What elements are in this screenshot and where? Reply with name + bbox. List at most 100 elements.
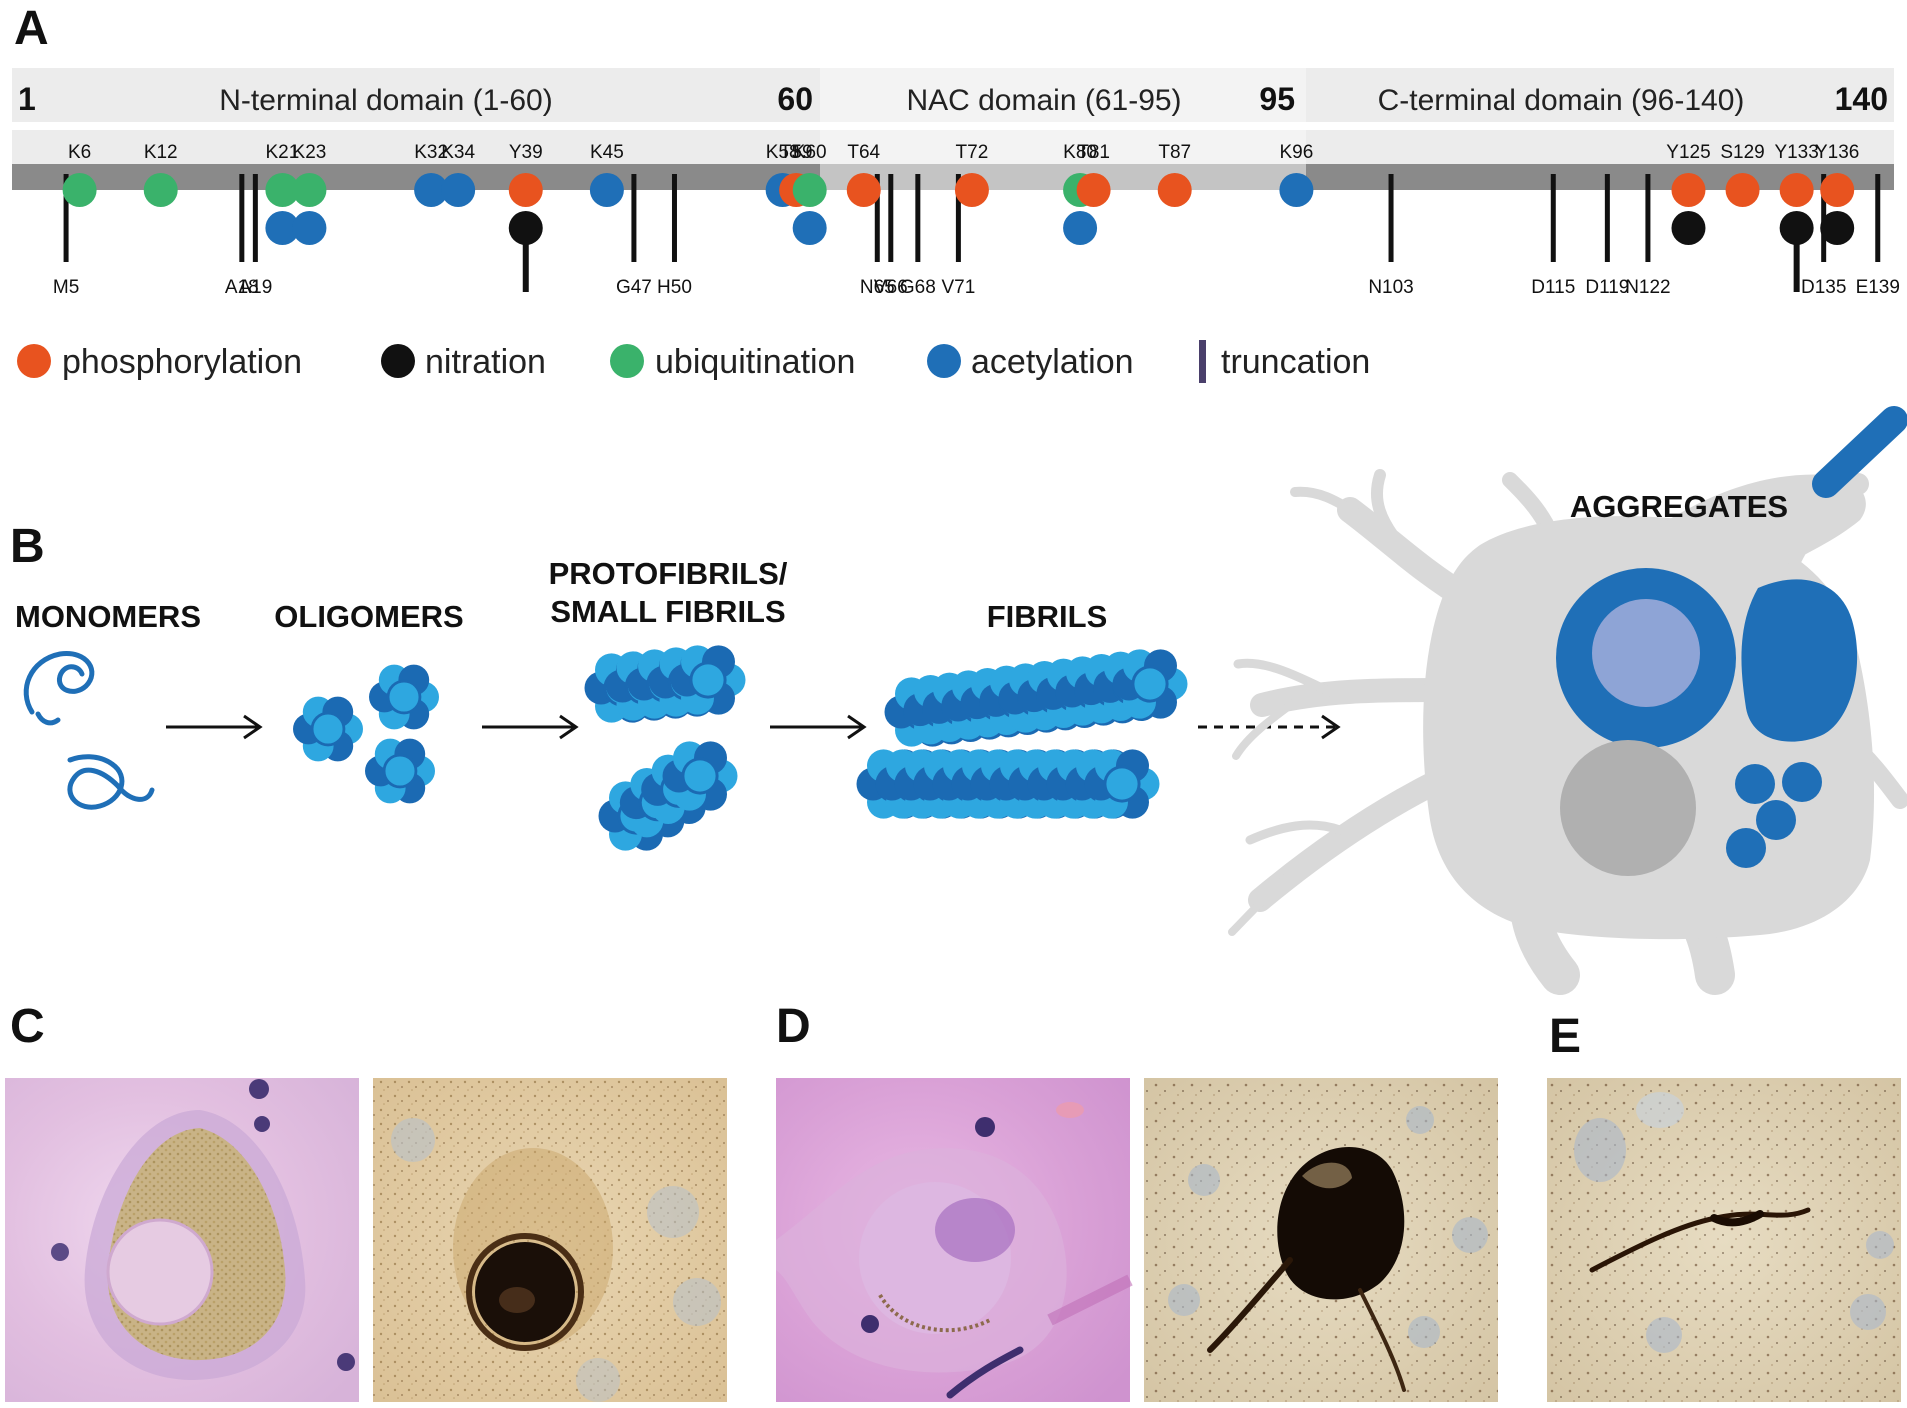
neuron-with-aggregates	[1228, 406, 1907, 995]
domain-n-terminal-bg	[12, 68, 820, 122]
panel-label-e: E	[1549, 1010, 1581, 1063]
site-label-Y125: Y125	[1666, 142, 1710, 163]
domain-c-terminal-label: C-terminal domain (96-140)	[1378, 84, 1745, 117]
site-label-K12: K12	[144, 142, 178, 163]
legend-phosphorylation-dot	[17, 344, 51, 378]
site-Y125-phosphorylation-dot	[1671, 173, 1706, 207]
truncation-label-N122: N122	[1625, 277, 1670, 298]
truncation-label-A19: A19	[238, 277, 272, 298]
legend-phosphorylation-label: phosphorylation	[62, 343, 302, 381]
aggregate-rod	[1812, 406, 1907, 498]
site-label-K60: K60	[793, 142, 827, 163]
site-Y136-phosphorylation-dot	[1820, 173, 1855, 207]
domain-c-terminal-end: 140	[1835, 81, 1888, 117]
micrograph-c-he	[5, 1078, 359, 1402]
site-Y39-nitration-dot	[508, 211, 543, 245]
domain-start-number: 1	[18, 81, 36, 117]
aggregate-blob	[1741, 579, 1858, 742]
site-K60-acetylation-dot	[792, 211, 827, 245]
protofibril-1-unit	[670, 645, 746, 715]
arrow-monomers-to-oligomers	[166, 714, 263, 740]
site-label-K34: K34	[441, 142, 475, 163]
site-K96-acetylation-dot	[1279, 173, 1314, 207]
truncation-label-N65: N65	[860, 277, 895, 298]
truncation-label-D115: D115	[1531, 277, 1575, 298]
panel-label-d: D	[776, 1000, 811, 1053]
stage-oligomers-label: OLIGOMERS	[274, 599, 463, 634]
legend-truncation-bar	[1199, 340, 1206, 383]
fibril-2-unit	[1084, 749, 1160, 819]
oligomer-2	[369, 664, 439, 730]
small-aggregate-2	[1782, 762, 1822, 802]
protofibril-2-unit	[662, 741, 738, 811]
site-label-Y133: Y133	[1774, 142, 1818, 163]
stage-monomers-label: MONOMERS	[15, 599, 201, 634]
site-K32-acetylation-dot	[414, 173, 449, 207]
site-K23-ubiquitination-dot	[292, 173, 327, 207]
protofibril-stacks	[584, 645, 746, 851]
site-K21-ubiquitination-dot	[265, 173, 300, 207]
lewy-body-core	[1592, 599, 1700, 707]
site-K60-ubiquitination-dot	[792, 173, 827, 207]
legend-nitration-dot	[381, 344, 415, 378]
truncation-label-E139: E139	[1856, 277, 1900, 298]
site-label-K21: K21	[265, 142, 299, 163]
site-K45-acetylation-dot	[589, 173, 624, 207]
site-label-K80: K80	[1063, 142, 1097, 163]
oligomer-1	[293, 696, 363, 762]
site-label-Y136: Y136	[1815, 142, 1859, 163]
truncation-label-A18: A18	[225, 277, 259, 298]
micrograph-e-ihc	[1547, 1078, 1901, 1402]
fibril-stacks	[856, 649, 1188, 819]
site-label-T59: T59	[780, 142, 813, 163]
site-T64-phosphorylation-dot	[846, 173, 881, 207]
domain-n-terminal-label: N-terminal domain (1-60)	[219, 84, 552, 117]
site-K34-acetylation-dot	[441, 173, 476, 207]
stage-protofibrils-label-line1: PROTOFIBRILS/	[549, 556, 788, 591]
legend-ubiquitination-dot	[610, 344, 644, 378]
site-label-K6: K6	[68, 142, 91, 163]
stage-fibrils-label: FIBRILS	[987, 599, 1108, 634]
site-label-Y39: Y39	[509, 142, 543, 163]
site-Y39-phosphorylation-dot	[508, 173, 543, 207]
protofibril-1	[584, 645, 746, 723]
site-label-K96: K96	[1279, 142, 1313, 163]
legend-nitration-label: nitration	[425, 343, 546, 381]
micrograph-d-ihc	[1144, 1078, 1498, 1402]
site-Y133-phosphorylation-dot	[1779, 173, 1814, 207]
site-Y133-nitration-dot	[1779, 211, 1814, 245]
site-label-T64: T64	[847, 142, 880, 163]
protofibril-2	[598, 741, 738, 851]
site-label-S129: S129	[1720, 142, 1764, 163]
legend-truncation-label: truncation	[1221, 343, 1370, 381]
backbone-nac	[820, 164, 1306, 190]
fibril-2	[856, 749, 1160, 819]
truncation-label-G68: G68	[900, 277, 936, 298]
site-K23-acetylation-dot	[292, 211, 327, 245]
truncation-label-G47: G47	[616, 277, 652, 298]
panel-label-a: A	[14, 2, 49, 55]
truncation-label-D135: D135	[1801, 277, 1846, 298]
oligomer-3	[365, 738, 435, 804]
truncation-label-V71: V71	[941, 277, 975, 298]
domain-nac-end: 95	[1259, 81, 1295, 117]
truncation-label-H50: H50	[657, 277, 692, 298]
domain-nac-bg	[820, 68, 1306, 122]
truncation-label-M5: M5	[53, 277, 79, 298]
truncation-label-V66: V66	[874, 277, 908, 298]
domain-n-terminal-end: 60	[777, 81, 813, 117]
truncation-label-D119: D119	[1585, 277, 1629, 298]
fibril-1	[884, 649, 1188, 747]
site-S129-phosphorylation-dot	[1725, 173, 1760, 207]
site-T72-phosphorylation-dot	[954, 173, 989, 207]
small-aggregate-3	[1756, 800, 1796, 840]
legend-acetylation-label: acetylation	[971, 343, 1134, 381]
panel-label-c: C	[10, 1000, 45, 1053]
legend-ubiquitination-label: ubiquitination	[655, 343, 855, 381]
micrograph-d-he	[776, 1078, 1133, 1402]
site-K12-ubiquitination-dot	[143, 173, 178, 207]
nucleus	[1560, 740, 1696, 876]
site-label-K45: K45	[590, 142, 624, 163]
